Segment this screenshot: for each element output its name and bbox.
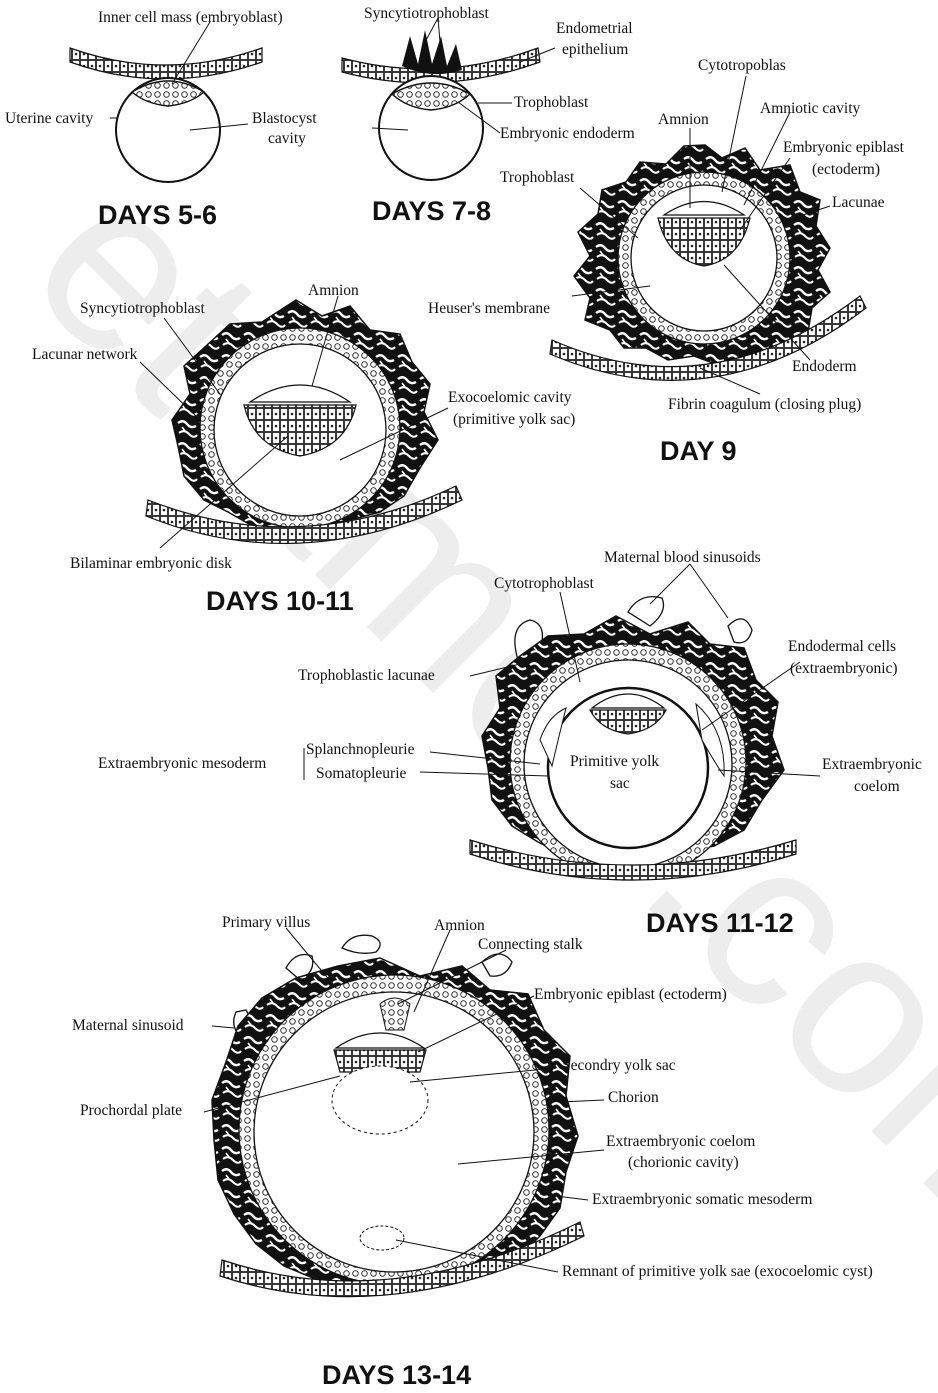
label-blastocyst: Blastocyst [252, 110, 317, 127]
label-extraembryonic-paren: (extraembryonic) [790, 660, 898, 677]
label-secondary-yolk-sac: Secondry yolk sac [562, 1057, 676, 1074]
label-cytotrophoblast: Cytotrophoblast [494, 575, 595, 592]
label-extraembryonic: Extraembryonic [822, 756, 922, 773]
title-days-5-6: DAYS 5-6 [98, 200, 217, 230]
label-maternal-sinusoid: Maternal sinusoid [72, 1017, 184, 1034]
label-endometrial: Endometrial [556, 20, 633, 37]
label-lacunar-network: Lacunar network [32, 346, 138, 363]
label-exocoelomic-cavity: Exocoelomic cavity [448, 389, 572, 406]
label-primitive-yolk: Primitive yolk [570, 753, 659, 770]
maternal-sinusoid [342, 935, 380, 953]
label-lacunae: Lacunae [832, 194, 885, 211]
label-uterine-cavity: Uterine cavity [5, 110, 93, 127]
maternal-sinusoid [482, 954, 512, 976]
label-epithelium: epithelium [562, 41, 628, 58]
label-ectoderm: (ectoderm) [812, 161, 880, 178]
label-sac: sac [610, 775, 630, 792]
label-maternal-blood-sinusoids: Maternal blood sinusoids [604, 549, 761, 566]
label-primary-villus: Primary villus [222, 914, 310, 931]
label-fibrin-coagulum: Fibrin coagulum (closing plug) [668, 396, 861, 413]
label-remnant-primitive-yolk-sac: Remnant of primitive yolk sae (exocoelom… [562, 1263, 873, 1280]
label-trophoblastic-lacunae: Trophoblastic lacunae [298, 667, 435, 684]
label-extraembryonic-somatic-mesoderm: Extraembryonic somatic mesoderm [592, 1191, 812, 1208]
label-inner-cell-mass: Inner cell mass (embryoblast) [98, 9, 283, 26]
label-somatopleurie: Somatopleurie [316, 765, 407, 782]
label-syncytiotrophoblast: Syncytiotrophoblast [364, 5, 490, 22]
label-amnion: Amnion [308, 282, 359, 299]
label-extraembryonic-coelom: Extraembryonic coelom [606, 1133, 755, 1150]
label-embryonic-epiblast: Embryonic epiblast [783, 139, 905, 156]
stage-days-7-8: Syncytiotrophoblast Endometrial epitheli… [342, 5, 635, 226]
label-embryonic-epiblast: Embryonic epiblast (ectoderm) [534, 986, 727, 1003]
syncytiotrophoblast-invasion [402, 30, 462, 74]
connecting-stalk [380, 998, 410, 1030]
label-trophoblast: Trophoblast [514, 94, 589, 111]
title-days-10-11: DAYS 10-11 [206, 586, 354, 616]
title-day-9: DAY 9 [660, 436, 737, 466]
label-amniotic-cavity: Amniotic cavity [760, 100, 861, 117]
label-bilaminar-embryonic-disk: Bilaminar embryonic disk [70, 555, 232, 572]
title-days-11-12: DAYS 11-12 [646, 908, 794, 938]
title-days-13-14: DAYS 13-14 [322, 1360, 471, 1390]
label-amnion: Amnion [434, 917, 485, 934]
label-primitive-yolk-sac: (primitive yolk sac) [453, 411, 575, 428]
secondary-yolk-sac [332, 1066, 428, 1134]
title-days-7-8: DAYS 7-8 [372, 196, 491, 226]
label-chorionic-cavity: (chorionic cavity) [628, 1154, 739, 1171]
label-cavity: cavity [268, 130, 306, 147]
endometrial-epithelium-band [70, 48, 262, 79]
label-connecting-stalk: Connecting stalk [478, 936, 583, 953]
label-syncytiotrophoblast: Syncytiotrophoblast [80, 300, 206, 317]
label-prochordal-plate: Prochordal plate [80, 1102, 182, 1119]
label-endodermal-cells: Endodermal cells [788, 638, 896, 655]
label-extraembryonic-mesoderm: Extraembryonic mesoderm [98, 755, 266, 772]
maternal-sinusoid [728, 619, 752, 643]
label-cytotropoblas: Cytotropoblas [698, 57, 786, 74]
label-coelom: coelom [854, 778, 900, 795]
label-splanchnopleurie: Splanchnopleurie [306, 741, 415, 758]
label-trophoblast: Trophoblast [500, 169, 575, 186]
remnant-primitive-yolk-sac [360, 1226, 404, 1250]
label-heusers-membrane: Heuser's membrane [428, 300, 550, 317]
label-embryonic-endoderm: Embryonic endoderm [500, 125, 635, 142]
label-chorion: Chorion [608, 1089, 659, 1106]
label-amnion: Amnion [658, 111, 709, 128]
label-endoderm: Endoderm [792, 358, 857, 375]
